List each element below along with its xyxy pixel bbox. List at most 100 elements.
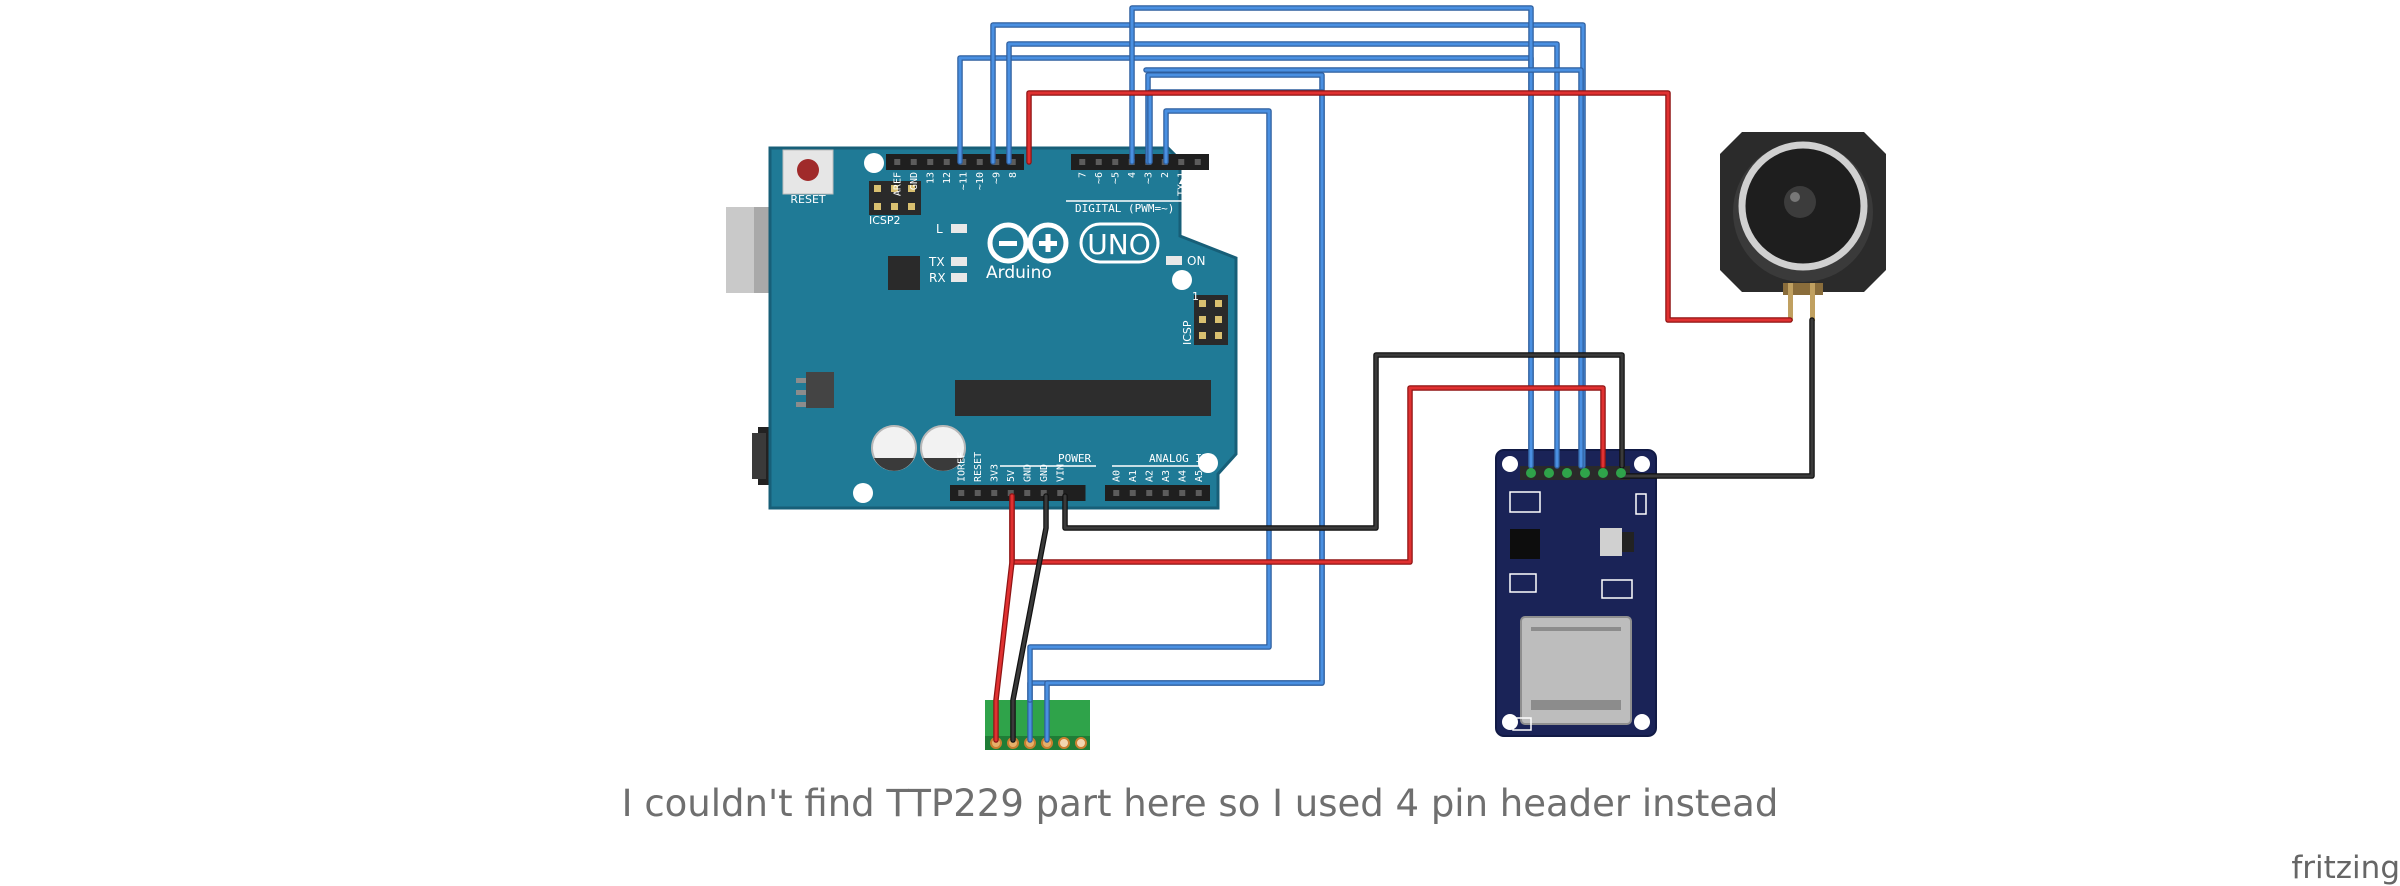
pin-label: 5V [1006,470,1017,482]
pin-label: ~5 [1110,172,1121,184]
pin-label: GND [1022,464,1033,482]
pin-label: A2 [1144,470,1155,482]
mount-hole [864,153,884,173]
pin-socket[interactable] [1195,490,1202,496]
pin-socket[interactable] [1113,490,1120,496]
wire-blue-d11-sd-core [1007,42,1559,468]
arduino-logo [987,222,1160,264]
pin-label: ~6 [1094,172,1105,184]
pin-label: AREF [892,172,903,196]
pin-socket[interactable] [1129,490,1136,496]
header-pin [1058,737,1070,749]
mount-hole [1198,453,1218,473]
wires [957,5,1815,743]
pin-socket[interactable] [910,159,917,165]
smd-pad [1509,491,1541,513]
pin-socket[interactable] [993,159,1000,165]
arduino-uno-board: RESET ICSP2 L TX RX ON UNO Arduino [726,146,1238,510]
mount-hole [1502,456,1518,472]
pin-socket[interactable] [1007,490,1014,496]
pin-socket[interactable] [1146,490,1153,496]
pin-socket[interactable] [1009,159,1016,165]
logo-left-ring [987,222,1029,264]
pin-socket[interactable] [943,159,950,165]
power-jack-tip [752,433,766,479]
pin-label: A1 [1128,470,1139,482]
mount-hole [1634,714,1650,730]
pin-socket[interactable] [894,159,901,165]
diagram-caption: I couldn't find TTP229 part here so I us… [621,782,1779,825]
fritzing-watermark: fritzing [2291,850,2400,886]
logo-right-ring [1027,222,1069,264]
mount-hole [1502,714,1518,730]
pin-label: 4 [1127,172,1138,178]
sd-level-shifter-chip [1510,529,1540,559]
pin-socket[interactable] [1194,159,1201,165]
analog-header-body [1105,485,1210,501]
pin-socket[interactable] [991,490,998,496]
icsp2-header [869,181,921,215]
usb-chip [888,256,920,290]
sd-card-slot [1520,616,1632,725]
led-l-label: L [936,222,943,236]
pin-socket[interactable] [976,159,983,165]
speaker-dust-cap [1784,186,1816,218]
sd-header-pins [1526,468,1626,478]
speaker [1720,132,1886,321]
pin-label: 2 [1160,172,1171,178]
pin-label: 12 [942,172,953,184]
led-tx-label: TX [928,255,945,269]
led-rx [951,273,967,282]
wire-black-gnd-sd-core [1063,353,1624,530]
pin-socket[interactable] [960,159,967,165]
wire-blue-d5-header-core [1045,90,1324,742]
led-tx [951,257,967,266]
pin-socket[interactable] [974,490,981,496]
icsp-pin1-label: 1 [1192,290,1199,303]
sd-pin [1598,468,1608,478]
wire-black-gnd-header-core [1011,494,1048,742]
reset-label: RESET [790,193,826,206]
pin-label: RX◀0 [1193,172,1204,196]
smd-pad [1635,493,1647,515]
pin-socket[interactable] [1095,159,1102,165]
pin-socket[interactable] [1112,159,1119,165]
pin-socket[interactable] [1079,159,1086,165]
analog-header [1105,485,1210,501]
pin-socket[interactable] [927,159,934,165]
reset-button-cap[interactable] [797,159,819,181]
sd-module-header [1520,466,1630,480]
wire-red-d9-speaker-core [1027,91,1792,322]
speaker-lead-pos [1810,283,1815,321]
pin-socket[interactable] [1178,159,1185,165]
pin-label: A0 [1111,470,1122,482]
icsp-header [1194,295,1228,345]
pin-label: TX▶1 [1176,172,1187,196]
led-on [1166,256,1182,265]
smd-pad [1509,573,1537,593]
smd-pad [1601,579,1633,599]
wire-red-5v-header-core [994,494,1014,742]
pin-label: GND [909,172,920,190]
pin-socket[interactable] [958,490,965,496]
power-header-body [950,485,1086,501]
pin-label: A5 [1194,470,1205,482]
sd-pin [1562,468,1572,478]
pin-label: VIN [1055,464,1066,482]
pin-socket[interactable] [1162,490,1169,496]
wire-blue-d3-sd-core [1144,68,1583,468]
power-label: POWER [1058,452,1091,465]
sd-card-module [1495,449,1657,737]
pin-socket[interactable] [1057,490,1064,496]
icsp-label: ICSP [1181,320,1194,345]
pin-socket[interactable] [1024,490,1031,496]
pin-socket[interactable] [1040,490,1047,496]
pin-label: A3 [1161,470,1172,482]
pin-label: 13 [925,172,936,184]
pin-label: RESET [973,452,984,482]
led-rx-label: RX [929,271,946,285]
pin-socket[interactable] [1179,490,1186,496]
pin-label: 7 [1077,172,1088,178]
